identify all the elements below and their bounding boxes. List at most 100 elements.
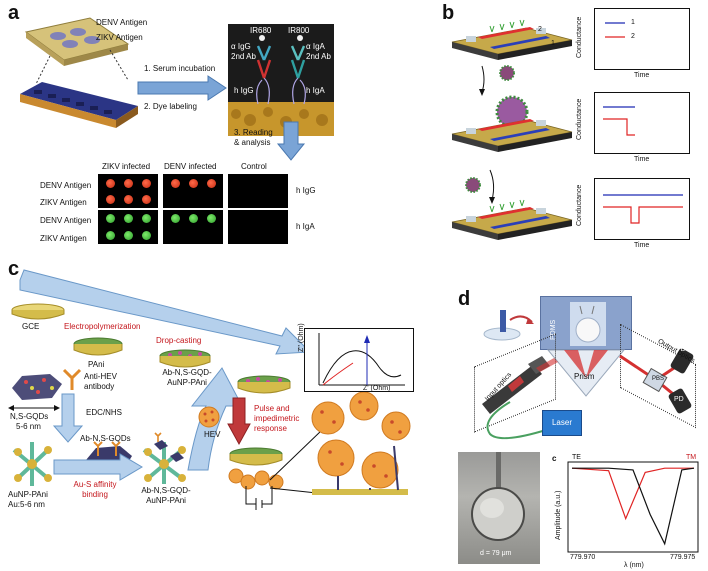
- spot-igg: [124, 195, 133, 204]
- col-zikv-infected: ZIKV infected: [102, 162, 151, 171]
- au-s-affinity-label: Au-S affinity: [73, 480, 117, 489]
- spot-iga: [171, 214, 180, 223]
- aunp-size-label: Au:5-6 nm: [8, 500, 45, 509]
- second-ab-label-1: 2nd Ab: [231, 52, 256, 61]
- amplitude-ylabel: Amplitude (a.u.): [555, 490, 562, 540]
- xtick-1: 779.975: [670, 554, 696, 561]
- spot-iga: [106, 214, 115, 223]
- spot-igg: [124, 179, 133, 188]
- xlabel-time-2: Time: [634, 156, 650, 163]
- conductance-graph-3: [594, 178, 690, 240]
- tm-label: TM: [686, 454, 697, 461]
- row-zikv-antigen-2: ZIKV Antigen: [40, 234, 87, 243]
- step-dye-labeling: 2. Dye labeling: [144, 102, 197, 111]
- prism-label: Prism: [574, 372, 595, 381]
- alpha-igg-label: α IgG: [231, 42, 251, 51]
- conductance-graph-1: 1 2: [594, 8, 690, 70]
- step-serum-incubation: 1. Serum incubation: [144, 64, 216, 73]
- sub-panel-c-label: c: [552, 454, 557, 463]
- antibody-icon: [62, 368, 82, 390]
- binding-label: binding: [82, 490, 108, 499]
- virus-icon: [499, 65, 515, 81]
- fet-device-2: [451, 95, 573, 152]
- row-denv-antigen-1: DENV Antigen: [40, 181, 92, 190]
- panel-b-letter: b: [442, 2, 455, 24]
- edc-arrow: [52, 393, 84, 443]
- chip-iga-control: [228, 210, 288, 244]
- step-analysis: & analysis: [234, 138, 271, 147]
- row-denv-antigen-2: DENV Antigen: [40, 216, 92, 225]
- fet-device-3: [451, 199, 573, 240]
- edc-nhs-label: EDC/NHS: [86, 408, 123, 417]
- anti-hev-label: Anti-HEV: [84, 372, 117, 381]
- hev-label: HEV: [204, 430, 221, 439]
- impedimetric-label: impedimetric: [254, 414, 300, 423]
- ns-gqds-size-label: 5-6 nm: [16, 422, 41, 431]
- spot-iga: [207, 214, 216, 223]
- hev-virus-icon: [198, 406, 220, 428]
- spot-igg: [106, 179, 115, 188]
- serum-arrow: [137, 75, 227, 101]
- gce-electrode: [11, 303, 65, 320]
- spot-igg: [207, 179, 216, 188]
- ylabel-conductance-1: Conductance: [576, 16, 583, 58]
- ns-gqds-label: N,S-GQDs: [10, 412, 49, 421]
- spot-iga: [124, 231, 133, 240]
- chip-igg-control: [228, 174, 288, 208]
- group-h-iga: h IgA: [296, 222, 315, 231]
- gqd-label-1b: AuNP-PAni: [167, 378, 207, 387]
- modified-electrode-1: [159, 349, 211, 368]
- antibody-inset: IR680 IR800 α IgG 2nd Ab α IgA 2nd Ab h …: [228, 24, 334, 136]
- pani-electrode: [73, 337, 123, 356]
- gqd-label-2a: Ab-N,S-GQD-: [141, 486, 191, 495]
- panel-d-letter: d: [458, 288, 471, 310]
- microsphere-photo: d = 79 μm: [458, 452, 540, 564]
- gqd-label-1a: Ab-N,S-GQD-: [162, 368, 212, 377]
- denv-antigen-label: DENV Antigen: [96, 18, 148, 27]
- legend-2: 2: [631, 33, 635, 40]
- spot-iga: [189, 214, 198, 223]
- spectrum-frame: [567, 461, 699, 553]
- aunp-pani-label: AuNP-PAni: [8, 490, 48, 499]
- chip-label-2: 2: [538, 26, 542, 33]
- te-label: TE: [572, 454, 581, 461]
- zikv-antigen-label: ZIKV Antigen: [96, 33, 143, 42]
- series-line-te: [572, 467, 695, 546]
- antibody-label: antibody: [84, 382, 115, 391]
- series-line-tm: [571, 467, 694, 521]
- col-control: Control: [241, 162, 267, 171]
- hev-bound-electrode: [228, 447, 284, 490]
- gqd-label-2b: AuNP-PAni: [146, 496, 186, 505]
- row-zikv-antigen-1: ZIKV Antigen: [40, 198, 87, 207]
- arrow-down-icon: [479, 65, 485, 96]
- modified-electrode-2: [237, 375, 291, 394]
- lambda-xlabel: λ (nm): [624, 562, 644, 569]
- ab-ns-gqds-label: Ab-N,S-GQDs: [80, 434, 131, 443]
- fet-device-1: [451, 19, 573, 60]
- spot-igg: [189, 179, 198, 188]
- spot-igg: [106, 195, 115, 204]
- ns-gqd-sheet: [12, 374, 62, 400]
- spot-igg: [142, 195, 151, 204]
- z-real-label: Z' (Ohm): [363, 385, 391, 392]
- xtick-0: 779.970: [570, 554, 596, 561]
- second-ab-label-2: 2nd Ab: [306, 52, 331, 61]
- pbs-label: PBS: [652, 376, 665, 382]
- input-optics-assembly: [482, 356, 558, 414]
- fiber-cable: [486, 401, 547, 440]
- droplet-sensor-icon: [483, 310, 534, 341]
- gce-label: GCE: [22, 322, 40, 331]
- alpha-iga-label: α IgA: [306, 42, 325, 51]
- chip-label-1: 1: [551, 40, 555, 47]
- arrow-down-icon: [489, 169, 495, 204]
- h-igg-inset-label: h IgG: [234, 86, 254, 95]
- pani-label: PAni: [88, 360, 105, 369]
- microsphere-icon: [570, 302, 606, 346]
- prism: [546, 349, 626, 397]
- col-denv-infected: DENV infected: [164, 162, 217, 171]
- ir800-label: IR800: [288, 26, 310, 35]
- au-s-binding-arrow: [53, 453, 143, 481]
- xlabel-time-3: Time: [634, 242, 650, 249]
- legend-1: 1: [631, 19, 635, 26]
- output-optics-assembly: [619, 348, 694, 414]
